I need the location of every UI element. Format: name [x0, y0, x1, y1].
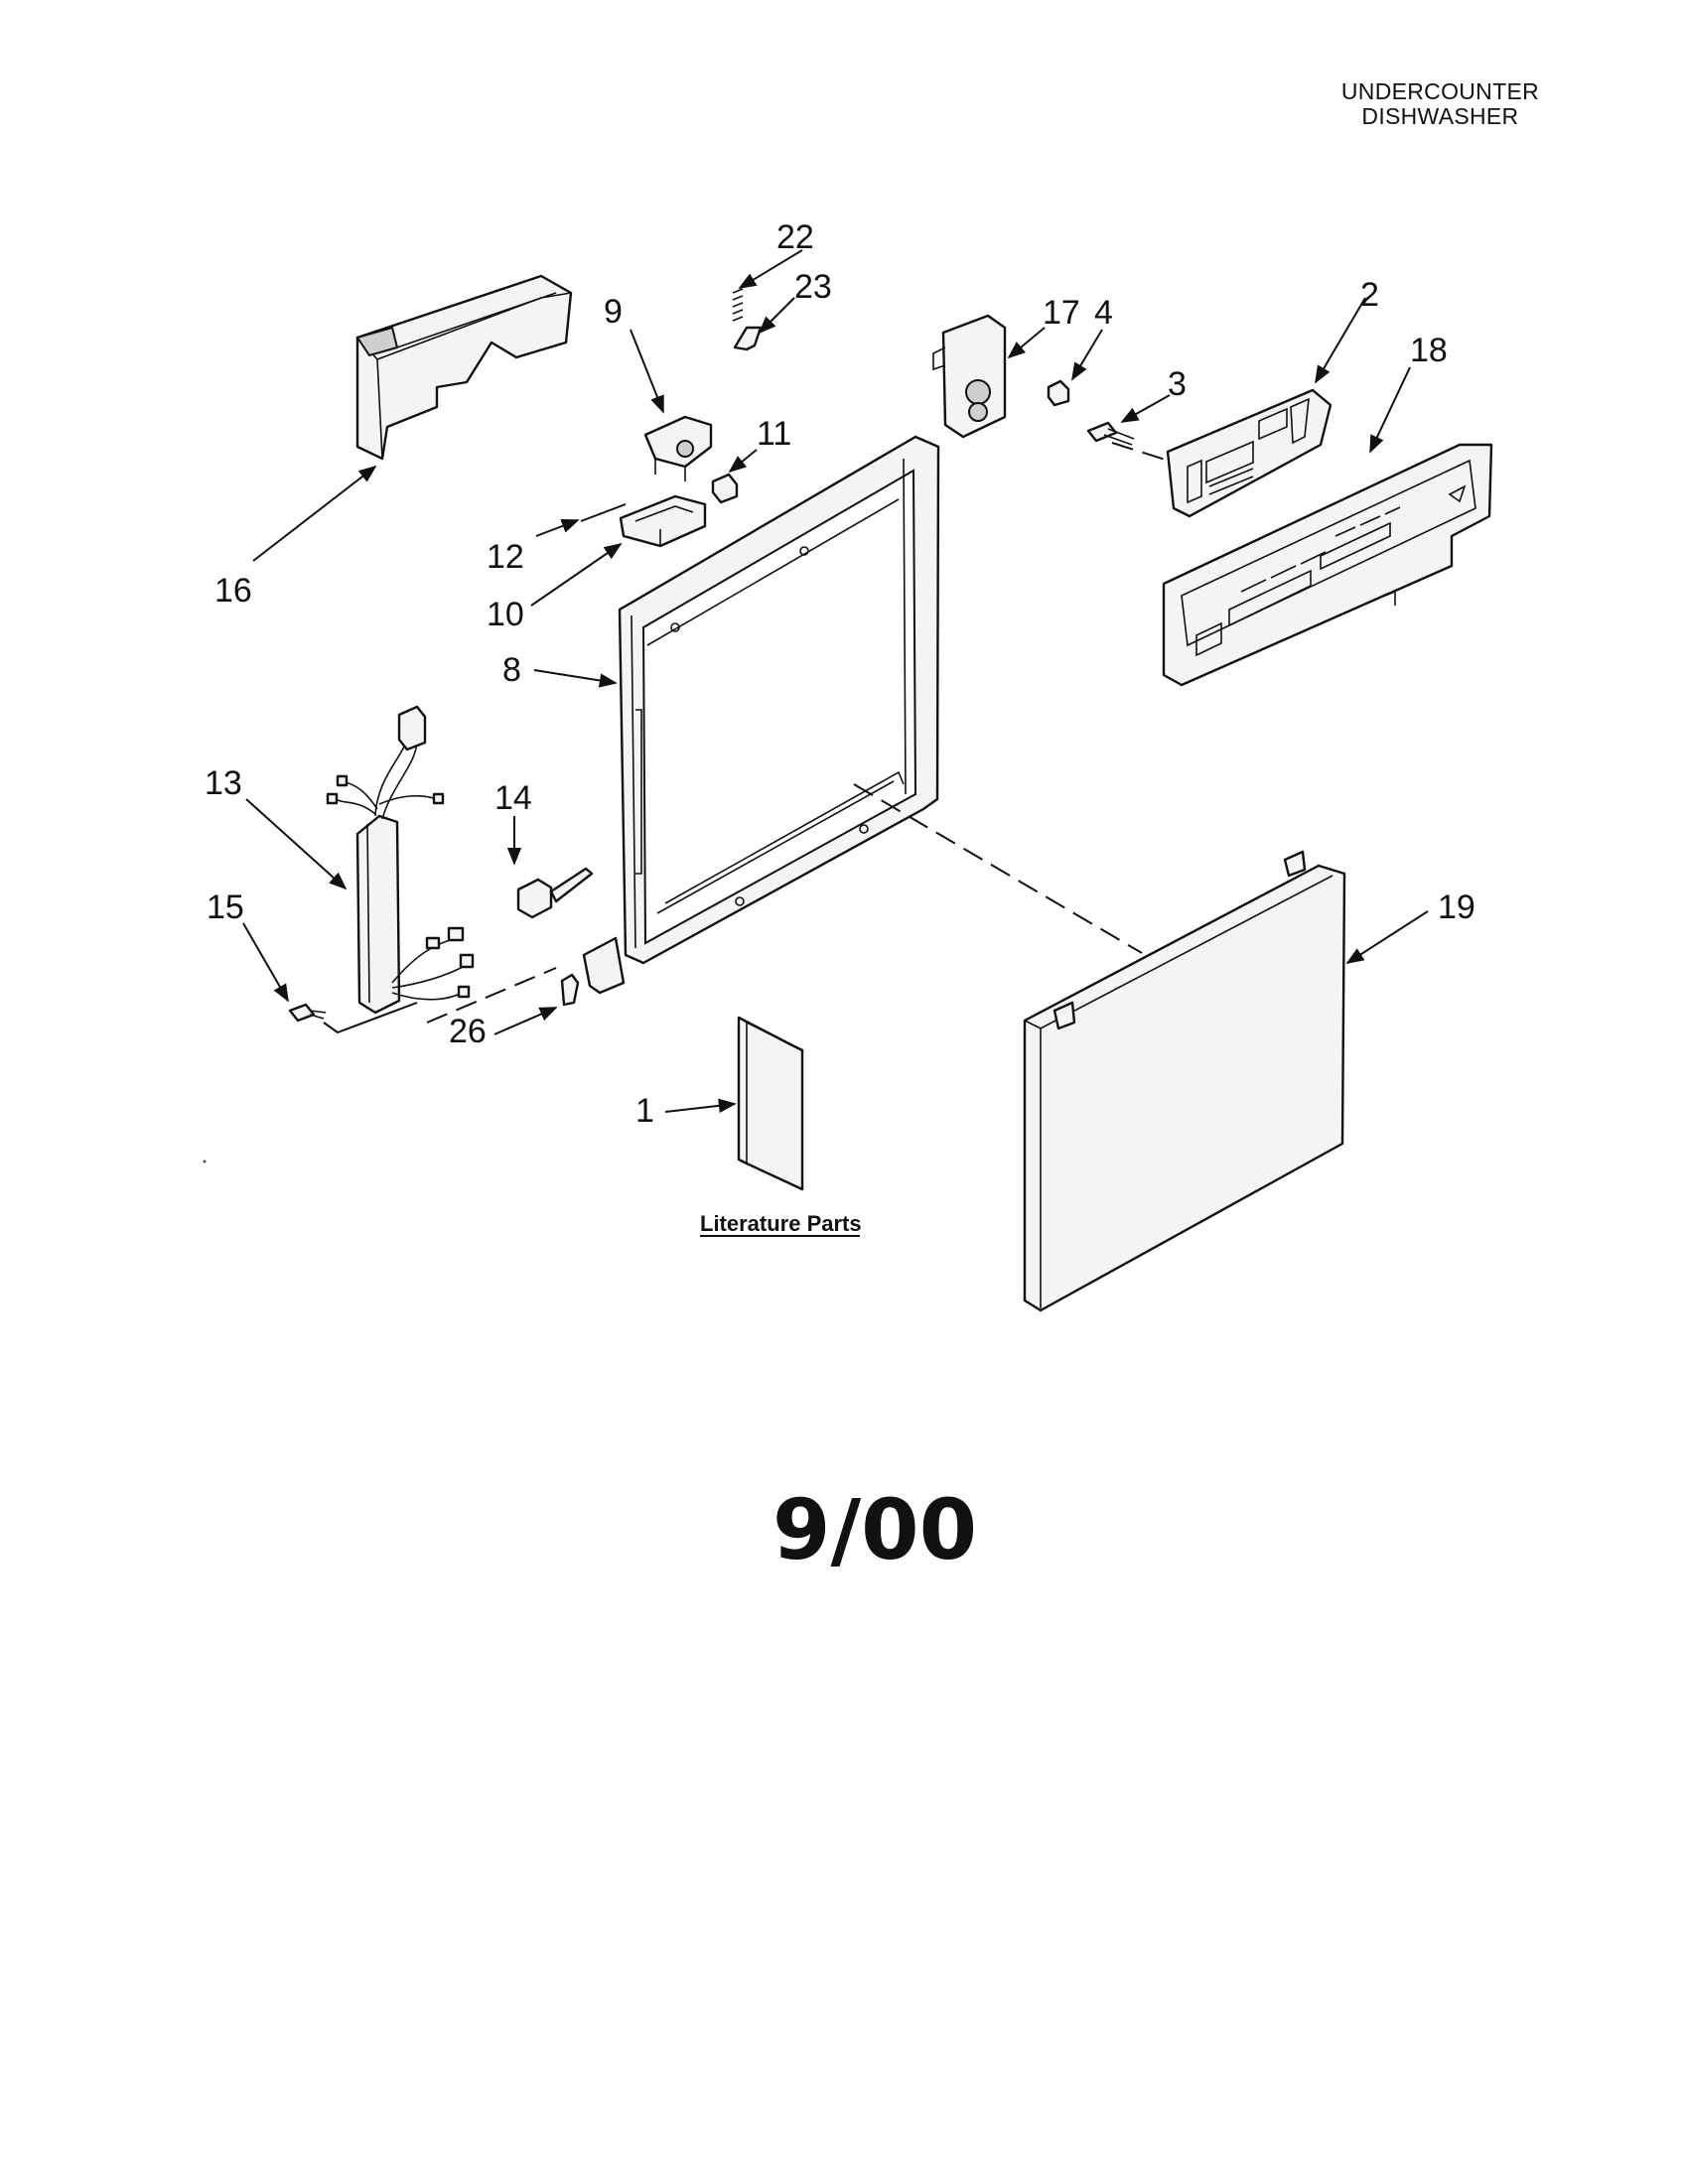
callout-15: 15: [207, 888, 244, 926]
callout-9: 9: [604, 293, 623, 331]
part-15-screw: [288, 1003, 327, 1023]
callout-17: 17: [1043, 294, 1080, 332]
part-13-wiring-harness: [326, 705, 475, 1015]
callout-8: 8: [502, 651, 521, 689]
part-1-literature: [737, 1016, 804, 1191]
part-3-screw: [1086, 421, 1135, 446]
part-22-spring: [732, 288, 744, 322]
callout-18: 18: [1410, 332, 1448, 369]
part-11-switch: [711, 473, 739, 504]
page-header: UNDERCOUNTER DISHWASHER: [1341, 79, 1539, 129]
part-8-door-frame: [618, 435, 940, 965]
callout-10: 10: [487, 596, 524, 633]
part-18-console: [1162, 443, 1493, 687]
part-17-control: [932, 314, 1007, 439]
date-mark: 9/00: [772, 1481, 977, 1578]
callout-16: 16: [214, 572, 252, 610]
callout-22: 22: [776, 218, 814, 256]
callout-3: 3: [1168, 365, 1187, 403]
part-23-clip: [733, 326, 763, 351]
literature-parts-label: Literature Parts: [700, 1211, 862, 1236]
callout-4: 4: [1094, 294, 1113, 332]
alignment-line-1: [853, 783, 1143, 954]
alignment-line-2: [426, 967, 557, 1024]
callout-23: 23: [794, 268, 832, 306]
part-16-top-cover: [355, 274, 573, 461]
part-9-latch-assembly: [643, 415, 713, 481]
callout-19: 19: [1438, 888, 1475, 926]
stray-dot: [203, 1160, 207, 1163]
callout-26: 26: [449, 1013, 487, 1050]
alignment-line-3: [1111, 442, 1173, 463]
callout-11: 11: [757, 415, 791, 453]
leader-lines: [242, 249, 1429, 1113]
part-4-knob: [1047, 379, 1070, 407]
hinge-bracket: [582, 936, 626, 995]
part-14-sensor: [516, 867, 594, 919]
callout-2: 2: [1360, 276, 1379, 314]
callout-1: 1: [635, 1092, 654, 1130]
part-19-door-panel: [1023, 850, 1346, 1312]
callout-12: 12: [487, 538, 524, 576]
screw-15-line: [323, 1002, 418, 1034]
part-26-clip: [560, 973, 580, 1007]
callout-13: 13: [205, 764, 242, 802]
part-2-control-panel: [1166, 388, 1333, 518]
header-line-2: DISHWASHER: [1361, 103, 1519, 129]
callout-14: 14: [494, 779, 532, 817]
part-12-pin: [580, 503, 627, 522]
part-10-bracket: [619, 494, 707, 548]
header-line-1: UNDERCOUNTER: [1340, 78, 1539, 104]
